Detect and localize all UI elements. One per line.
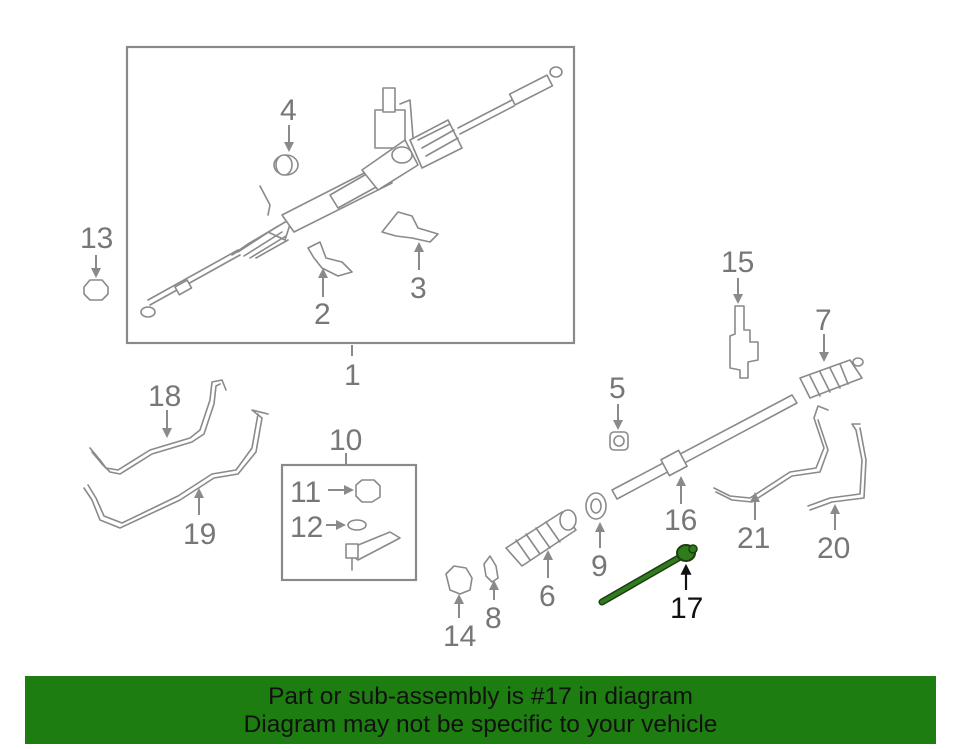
info-banner: Part or sub-assembly is #17 in diagram D… (25, 676, 936, 744)
callout-12: 12 (290, 511, 323, 544)
callout-19: 19 (183, 518, 216, 551)
part-11-nut (355, 479, 381, 503)
part-16-rack (611, 394, 798, 500)
steering-gear-assembly-frame (125, 45, 576, 345)
part-15-valve (729, 305, 759, 379)
callout-1: 1 (344, 359, 361, 392)
callout-4: 4 (280, 94, 297, 127)
callout-7: 7 (815, 304, 832, 337)
callout-11: 11 (290, 476, 321, 509)
callout-17: 17 (670, 592, 703, 625)
part-3-bracket (381, 211, 439, 243)
part-9-seal (585, 492, 607, 520)
callout-3: 3 (410, 272, 427, 305)
banner-line-1: Part or sub-assembly is #17 in diagram (268, 683, 693, 710)
banner-line-2: Diagram may not be specific to your vehi… (243, 711, 718, 738)
tie-rod-end-in-kit (345, 531, 401, 571)
callout-8: 8 (485, 602, 502, 635)
part-19-pipe (83, 409, 269, 529)
part-21-pipe (713, 405, 829, 499)
part-4-bushing (273, 154, 299, 176)
part-10-kit-frame (280, 463, 418, 582)
part-2-bracket (307, 241, 353, 277)
callout-5: 5 (609, 372, 626, 405)
callout-10: 10 (329, 424, 362, 457)
callout-15: 15 (721, 246, 754, 279)
part-14-nut (445, 565, 473, 595)
part-7-boot (799, 357, 864, 399)
callout-2: 2 (314, 298, 331, 331)
part-5-bushing (609, 431, 629, 451)
callout-16: 16 (664, 504, 697, 537)
callout-9: 9 (591, 550, 608, 583)
callout-6: 6 (539, 580, 556, 613)
part-13-nut (83, 279, 109, 301)
steering-rack-assembly (140, 66, 563, 318)
callout-21: 21 (737, 522, 770, 555)
part-17-inner-tie-rod (598, 544, 698, 606)
part-8-clip (483, 555, 499, 583)
part-6-boot (505, 509, 577, 567)
callout-14: 14 (443, 620, 476, 653)
callout-20: 20 (817, 532, 850, 565)
callout-18: 18 (148, 380, 181, 413)
part-12-clip (347, 519, 367, 531)
part-20-pipe (807, 423, 863, 507)
callout-13: 13 (80, 222, 113, 255)
